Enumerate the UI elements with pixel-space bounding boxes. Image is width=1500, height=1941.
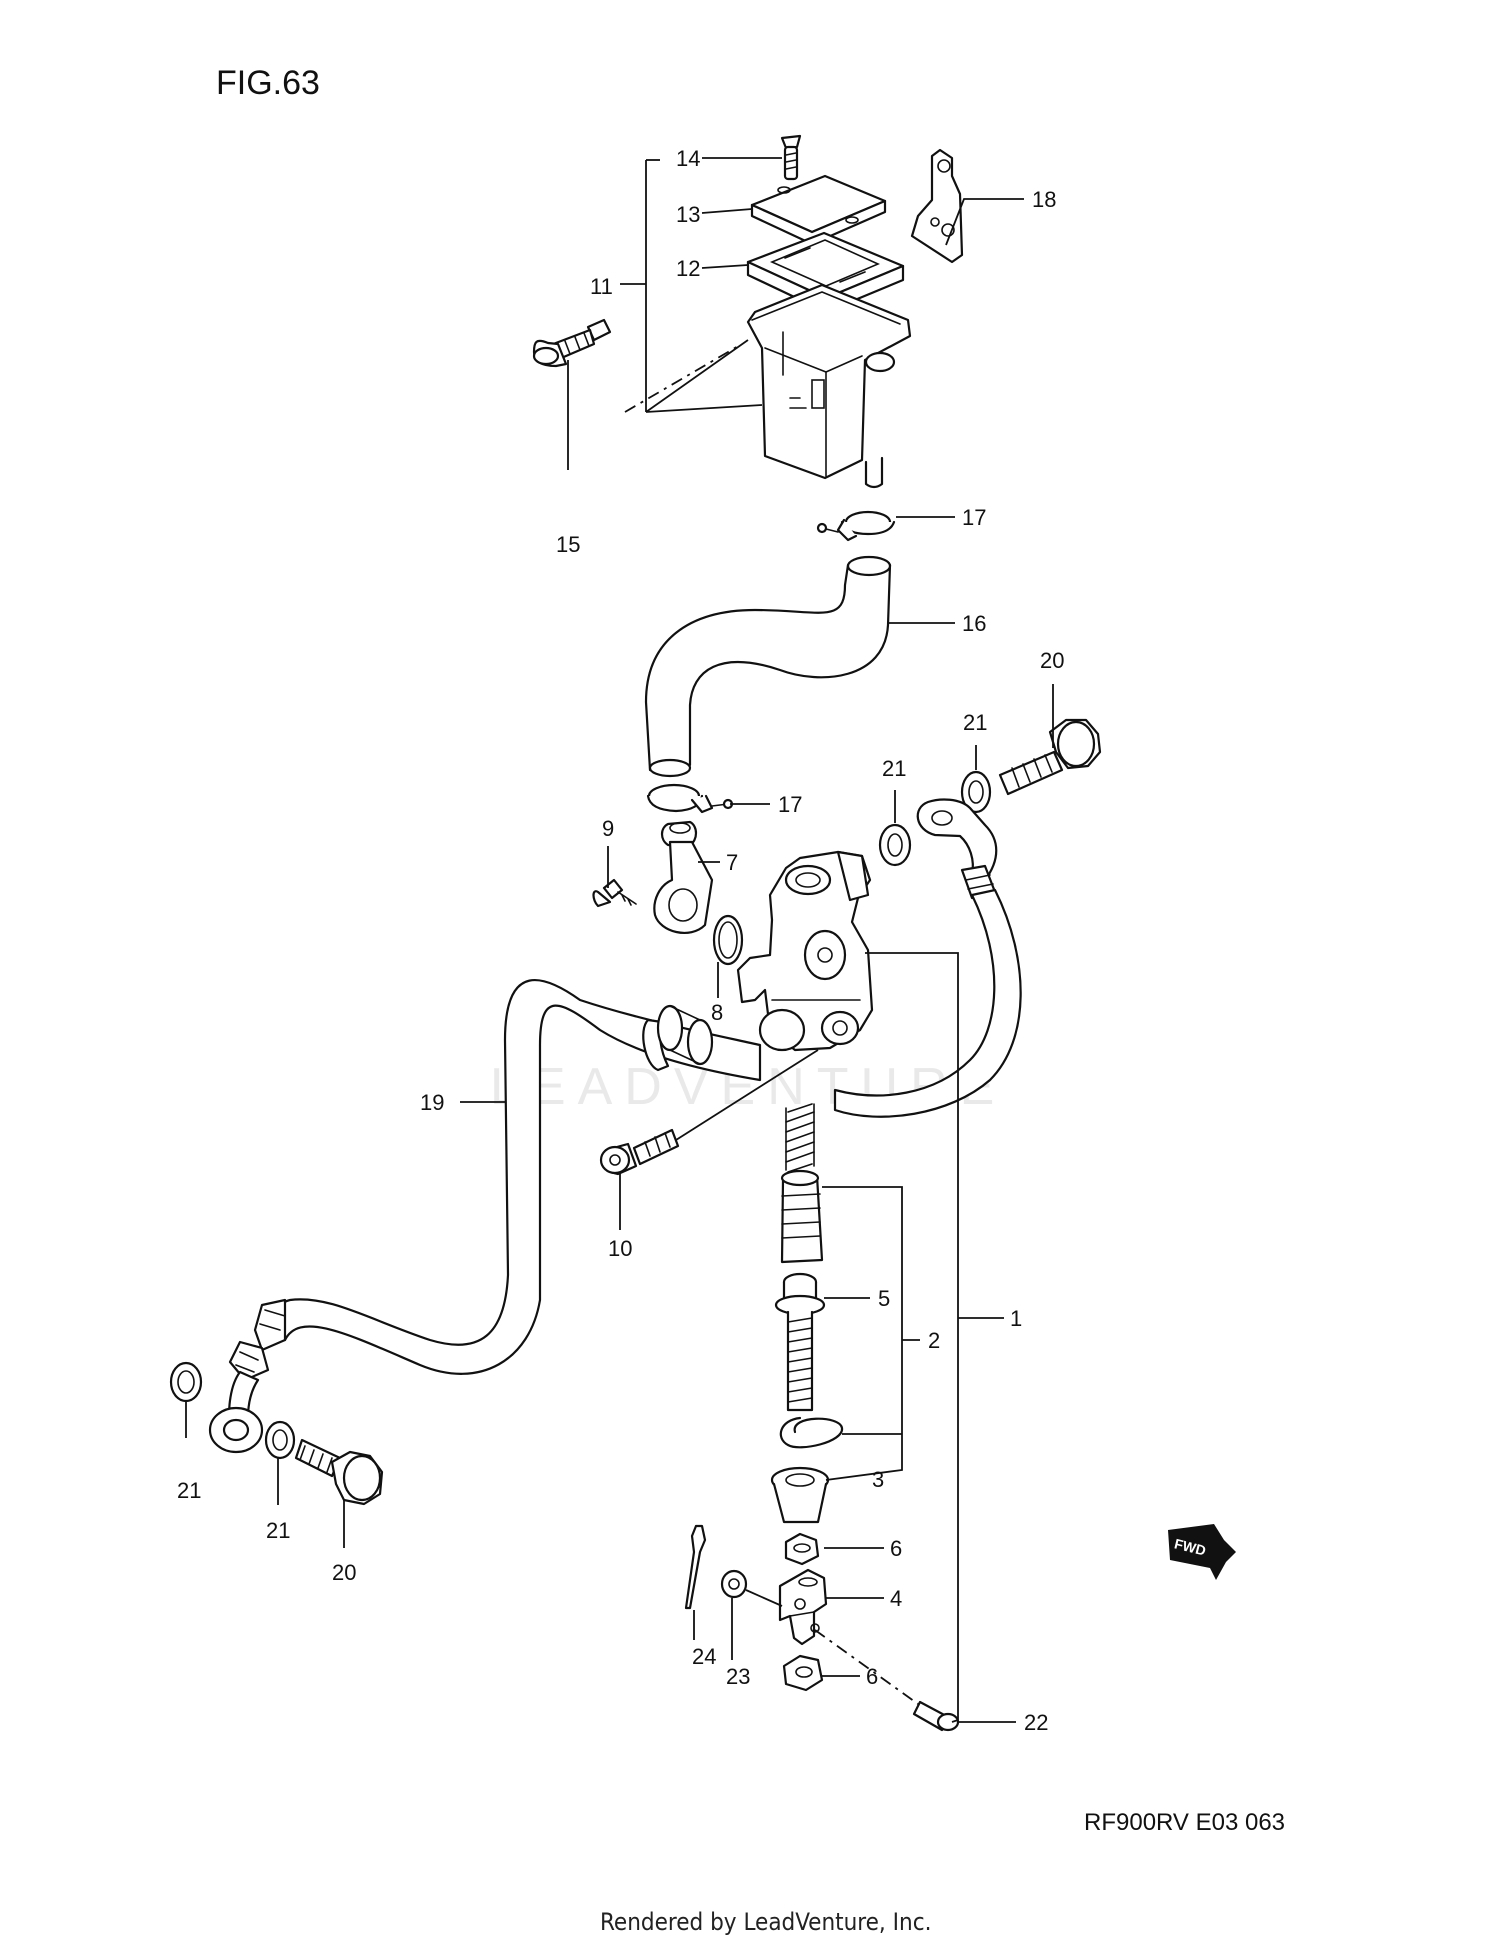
leader-11	[620, 160, 763, 413]
part-spring	[785, 1103, 815, 1173]
part-24-cotter-pin	[684, 1524, 707, 1610]
callout-2: 2	[928, 1328, 940, 1353]
part-14-screw	[780, 134, 802, 181]
callout-20-upper: 20	[1040, 648, 1064, 673]
callout-7: 7	[726, 850, 738, 875]
part-13-reservoir-cap	[750, 174, 887, 246]
callout-17-upper: 17	[962, 505, 986, 530]
callout-21-lower-mid: 21	[266, 1518, 290, 1543]
fwd-label: FWD	[1173, 1535, 1208, 1558]
part-20-banjo-bolt-lower	[294, 1438, 384, 1506]
part-4-clevis	[778, 1568, 828, 1646]
part-19-hose-right-branch	[833, 798, 1022, 1118]
part-11-reservoir-body	[746, 283, 912, 489]
callout-3: 3	[872, 1467, 884, 1492]
part-snap-ring	[779, 1416, 844, 1449]
part-17-hose-clamp-lower	[646, 783, 734, 814]
part-piston-cup	[780, 1169, 824, 1264]
part-18-bracket	[910, 148, 964, 264]
callout-1: 1	[1010, 1306, 1022, 1331]
callout-10: 10	[608, 1236, 632, 1261]
part-23-washer	[720, 1569, 748, 1599]
callout-20-lower: 20	[332, 1560, 356, 1585]
callout-6-upper: 6	[890, 1536, 902, 1561]
callout-19: 19	[420, 1090, 444, 1115]
part-3-boot	[770, 1466, 830, 1524]
part-10-bolt	[599, 1128, 680, 1176]
callout-9: 9	[602, 816, 614, 841]
callout-5: 5	[878, 1286, 890, 1311]
leader-lines	[185, 157, 1054, 1723]
part-21-washer-lower-left	[169, 1361, 203, 1403]
callout-14: 14	[676, 146, 700, 171]
part-1-master-cylinder	[736, 850, 874, 1052]
part-5-pushrod	[774, 1272, 826, 1412]
part-8-o-ring	[712, 914, 744, 966]
part-21-washer-upper-mid	[878, 823, 912, 867]
part-22-pin	[912, 1700, 960, 1732]
callout-15: 15	[556, 532, 580, 557]
callout-21-lower-left: 21	[177, 1478, 201, 1503]
forward-arrow-icon: FWD	[1168, 1524, 1236, 1580]
callout-21-upper-mid: 21	[882, 756, 906, 781]
part-19-brake-hose	[208, 979, 762, 1454]
part-21-washer-upper-right	[960, 770, 992, 814]
part-21-washer-lower-mid	[264, 1420, 296, 1460]
part-17-hose-clamp-upper	[816, 510, 896, 542]
figure-title: FIG.63	[216, 64, 320, 102]
callout-6-lower: 6	[866, 1664, 878, 1689]
callout-12: 12	[676, 256, 700, 281]
part-6-nut-upper	[784, 1532, 820, 1566]
part-16-hose	[644, 555, 892, 778]
part-20-banjo-bolt-upper	[998, 718, 1102, 796]
callout-21-upper-right: 21	[963, 710, 987, 735]
part-6-nut-lower	[782, 1654, 824, 1692]
callout-4: 4	[890, 1586, 902, 1611]
callout-17-lower: 17	[778, 792, 802, 817]
part-15-bolt	[532, 318, 612, 368]
model-code: RF900RV E03 063	[1084, 1809, 1285, 1836]
callout-18: 18	[1032, 187, 1056, 212]
callout-16: 16	[962, 611, 986, 636]
callout-23: 23	[726, 1664, 750, 1689]
callout-24: 24	[692, 1644, 716, 1669]
callout-22: 22	[1024, 1710, 1048, 1735]
callout-13: 13	[676, 202, 700, 227]
footer-credit: Rendered by LeadVenture, Inc.	[600, 1908, 931, 1936]
callout-8: 8	[711, 1000, 723, 1025]
callout-11: 11	[590, 274, 613, 299]
part-7-hose-fitting	[653, 820, 714, 934]
part-9-screw	[592, 878, 637, 908]
